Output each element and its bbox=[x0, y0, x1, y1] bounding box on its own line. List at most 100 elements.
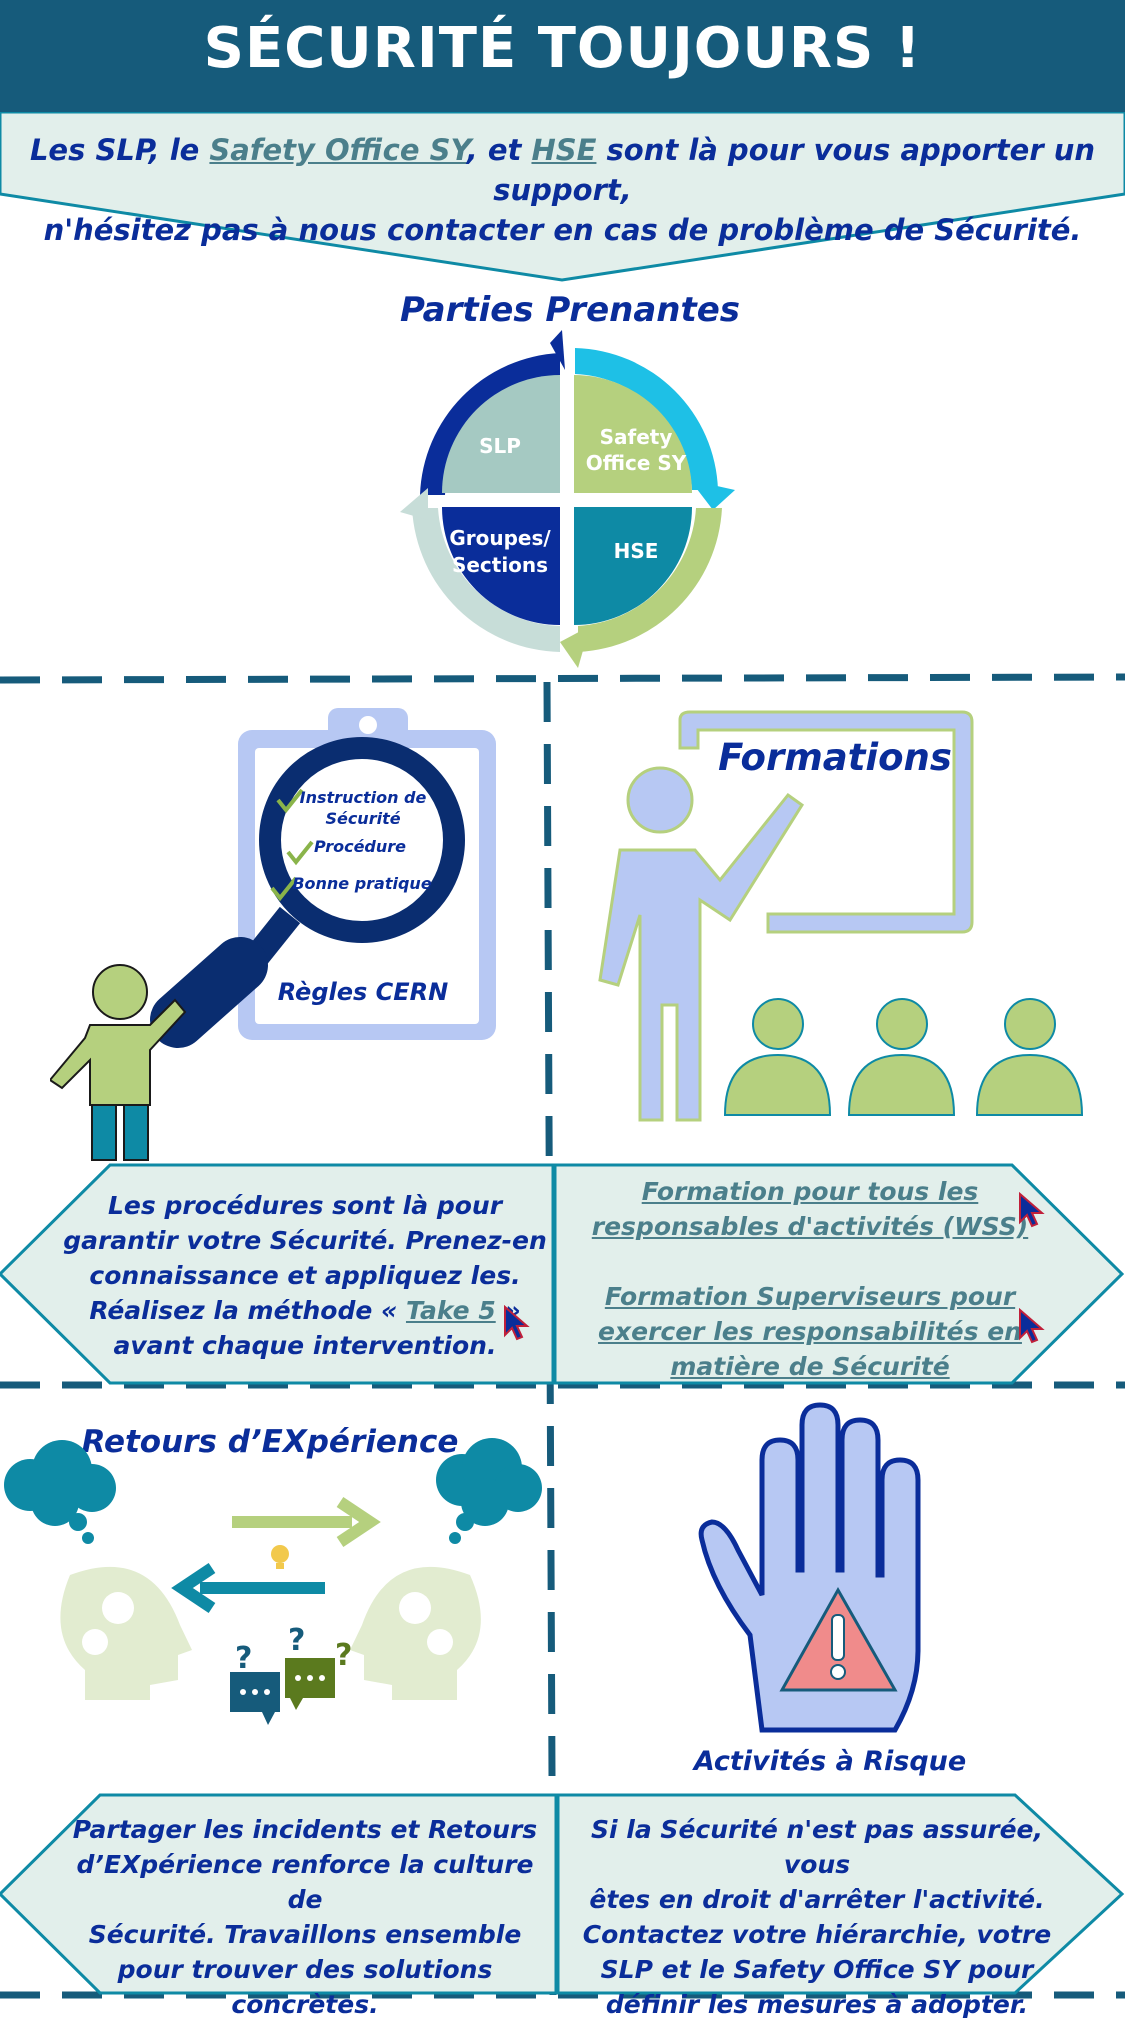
feedback-text-line: pour trouver des solutions bbox=[117, 1955, 493, 1984]
question-mark-icon: ? bbox=[288, 1623, 305, 1658]
wheel-label-safety-2: Office SY bbox=[586, 451, 687, 475]
arrow-right-head bbox=[336, 1497, 381, 1547]
feedback-panel bbox=[0, 1793, 558, 1995]
thought-cloud-left bbox=[4, 1440, 116, 1544]
risk-text: Si la Sécurité n'est pas assurée, vous ê… bbox=[562, 1812, 1072, 2022]
cursor-icon bbox=[504, 1305, 530, 1341]
stakeholders-title: Parties Prenantes bbox=[399, 290, 741, 330]
arrow-left-head bbox=[171, 1563, 216, 1613]
feedback-illustration: Retours d’EXpérience ? ? ? bbox=[4, 1424, 542, 1725]
student-head bbox=[876, 998, 928, 1050]
risk-title: Activités à Risque bbox=[693, 1746, 967, 1777]
feedback-text-line: concrètes. bbox=[231, 1990, 379, 2019]
rules-text-line: Les procédures sont là pour bbox=[107, 1191, 503, 1220]
risk-text-line: Contactez votre hiérarchie, votre bbox=[582, 1920, 1052, 1949]
quadrant-safety-office bbox=[574, 375, 692, 493]
arrow-arc-cyan bbox=[575, 348, 718, 490]
quadrant-groups bbox=[442, 507, 560, 625]
wheel-label-groups-1: Groupes/ bbox=[449, 526, 551, 550]
wheel-label-safety-1: Safety bbox=[600, 425, 673, 449]
student-body bbox=[723, 1053, 832, 1116]
rules-text-line: garantir votre Sécurité. Prenez-en bbox=[63, 1226, 547, 1255]
teacher-head bbox=[626, 766, 694, 834]
thought-cloud-right bbox=[436, 1438, 542, 1544]
training-title: Formations bbox=[718, 736, 952, 779]
training-panel bbox=[553, 1163, 1125, 1385]
rules-text-line: connaissance et appliquez les. bbox=[89, 1261, 521, 1290]
teacher-body bbox=[598, 792, 805, 1122]
clipboard-hole bbox=[359, 716, 377, 734]
wss-training-link[interactable]: Formation pour tous les bbox=[641, 1177, 979, 1206]
rules-illustration: Instruction de Sécurité Procédure Bonne … bbox=[50, 708, 496, 1161]
intro-text-part: Les SLP, le bbox=[29, 133, 210, 167]
rules-text-line: Réalisez la méthode « bbox=[89, 1296, 406, 1325]
lightbulb-icon bbox=[271, 1545, 289, 1563]
student-body bbox=[975, 1053, 1084, 1116]
stakeholders-wheel: SLP Safety Office SY Groupes/ Sections H… bbox=[400, 330, 735, 668]
supervisor-training-link[interactable]: matière de Sécurité bbox=[670, 1352, 950, 1381]
risk-text-line: êtes en droit d'arrêter l'activité. bbox=[589, 1885, 1045, 1914]
rules-text: Les procédures sont là pour garantir vot… bbox=[60, 1188, 550, 1363]
student-body bbox=[847, 1053, 956, 1116]
feedback-title: Retours d’EXpérience bbox=[82, 1424, 459, 1460]
bottom-panels bbox=[0, 1793, 1125, 1995]
divider-top bbox=[0, 673, 1125, 684]
check-label-1a: Instruction de bbox=[300, 788, 427, 807]
take5-link[interactable]: Take 5 bbox=[405, 1296, 496, 1325]
supervisor-training-link[interactable]: Formation Superviseurs pour bbox=[604, 1282, 1016, 1311]
risk-text-line: Si la Sécurité n'est pas assurée, vous bbox=[591, 1815, 1043, 1879]
risk-illustration bbox=[698, 1402, 921, 1733]
page-title: SÉCURITÉ TOUJOURS ! bbox=[203, 16, 922, 81]
feedback-text-line: Partager les incidents et Retours bbox=[72, 1815, 538, 1844]
head-right bbox=[350, 1566, 481, 1700]
quadrant-hse bbox=[574, 507, 692, 625]
magnifier-lens bbox=[259, 737, 465, 943]
question-mark-icon: ? bbox=[235, 1641, 252, 1676]
arrow-arc-navy bbox=[420, 353, 560, 495]
quadrant-slp bbox=[442, 375, 560, 493]
middle-panels bbox=[0, 1163, 1125, 1385]
warning-exclamation bbox=[831, 1614, 845, 1661]
feedback-text-line: d’EXpérience renforce la culture de bbox=[76, 1850, 534, 1914]
student-head bbox=[752, 998, 804, 1050]
safety-office-link[interactable]: Safety Office SY bbox=[209, 133, 467, 167]
whiteboard-frame bbox=[678, 710, 974, 934]
feedback-text: Partager les incidents et Retours d’EXpé… bbox=[60, 1812, 550, 2022]
hse-link[interactable]: HSE bbox=[531, 133, 597, 167]
header-banner bbox=[0, 0, 1125, 112]
training-illustration: Formations bbox=[598, 710, 1084, 1122]
gear-icon bbox=[82, 1592, 453, 1655]
check-icon bbox=[286, 840, 314, 866]
wss-training-link[interactable]: responsables d'activités (WSS) bbox=[591, 1212, 1029, 1241]
rules-panel bbox=[0, 1163, 555, 1385]
check-icon bbox=[270, 876, 298, 902]
training-links: Formation pour tous les responsables d'a… bbox=[560, 1174, 1060, 1384]
person-body bbox=[50, 998, 187, 1106]
arrow-head-green bbox=[560, 626, 590, 668]
arrow-arc-grey bbox=[412, 508, 560, 652]
person-head bbox=[92, 964, 148, 1020]
intro-text-line2: n'hésitez pas à nous contacter en cas de… bbox=[43, 213, 1082, 247]
risk-text-line: définir les mesures à adopter. bbox=[605, 1990, 1029, 2019]
arrow-arc-green bbox=[578, 508, 722, 652]
person-leg-left bbox=[91, 1104, 117, 1161]
cursor-icon bbox=[1019, 1308, 1045, 1344]
arrow-head-navy bbox=[550, 330, 565, 370]
wheel-label-groups-2: Sections bbox=[452, 553, 548, 577]
person-leg-right bbox=[123, 1104, 149, 1161]
wheel-label-slp: SLP bbox=[479, 434, 521, 458]
risk-text-line: SLP et le Safety Office SY pour bbox=[600, 1955, 1034, 1984]
question-mark-icon: ? bbox=[335, 1638, 352, 1673]
cursor-icon bbox=[1019, 1192, 1045, 1228]
intro-text-part: , et bbox=[466, 133, 532, 167]
supervisor-training-link[interactable]: exercer les responsabilités en bbox=[598, 1317, 1022, 1346]
rules-text-line: avant chaque intervention. bbox=[113, 1331, 497, 1360]
head-left bbox=[60, 1566, 192, 1700]
wheel-label-hse: HSE bbox=[614, 539, 659, 563]
risk-panel bbox=[556, 1793, 1125, 1995]
magnifier-handle bbox=[150, 937, 268, 1048]
arrow-head-cyan bbox=[690, 480, 735, 510]
student-head bbox=[1004, 998, 1056, 1050]
check-icon bbox=[276, 788, 304, 814]
intro-panel bbox=[0, 112, 1125, 282]
